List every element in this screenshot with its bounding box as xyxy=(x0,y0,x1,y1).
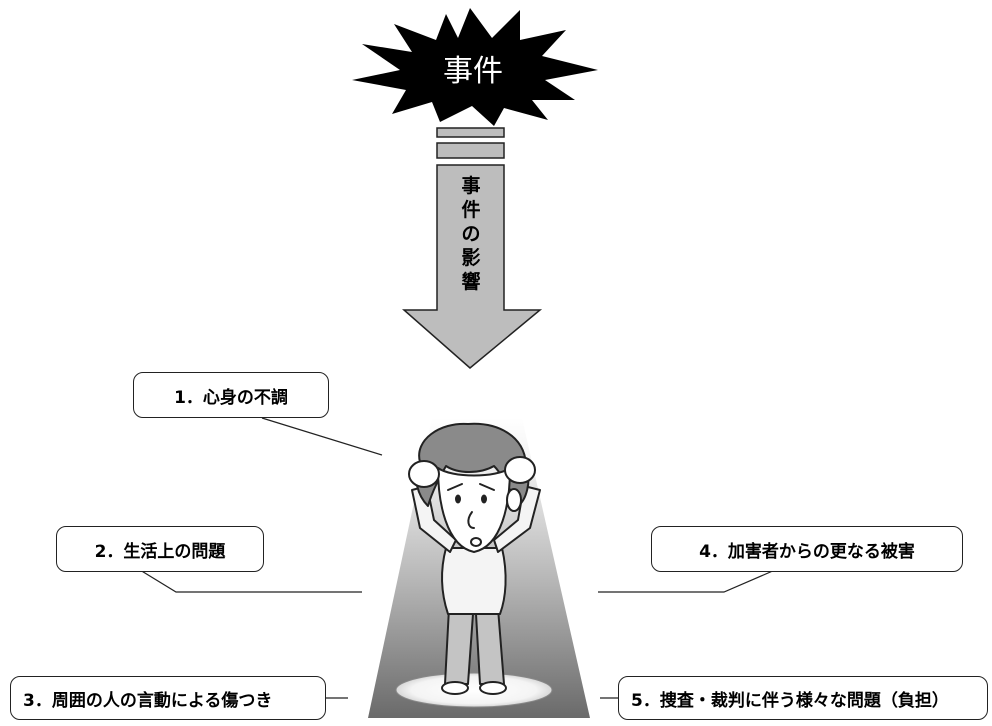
arrow-stripe-2 xyxy=(436,142,505,159)
person-left-shoe xyxy=(441,681,469,695)
person-ear xyxy=(506,488,522,512)
connector-2 xyxy=(139,569,362,593)
person-right-eye xyxy=(481,494,487,504)
connector-lines xyxy=(139,417,776,699)
person-right-brow xyxy=(479,483,495,491)
effect-box-secondary-harm: 3．周囲の人の言動による傷つき xyxy=(10,676,326,720)
arrow-char-3: の xyxy=(461,223,480,245)
effect-label-3: 3．周囲の人の言動による傷つき xyxy=(23,690,273,711)
person-left-eye xyxy=(455,494,461,504)
person-right-shoe xyxy=(479,681,507,695)
burst-shape xyxy=(352,8,598,126)
effect-box-further-victimization: 4．加害者からの更なる被害 xyxy=(651,526,963,572)
arrow-char-2: 件 xyxy=(461,198,480,221)
influence-arrow: 事 件 の 影 響 xyxy=(402,127,543,369)
arrow-shape xyxy=(402,164,543,369)
effect-box-investigation-trial: 5．捜査・裁判に伴う様々な問題（負担） xyxy=(618,676,988,720)
person-right-leg xyxy=(475,607,505,685)
effect-label-4: 4．加害者からの更なる被害 xyxy=(699,541,915,562)
effect-label-5: 5．捜査・裁判に伴う様々な問題（負担） xyxy=(631,690,949,711)
connector-4 xyxy=(598,569,776,593)
arrow-char-1: 事 xyxy=(461,174,480,197)
person-mouth xyxy=(470,537,482,547)
effect-label-1: 1．心身の不調 xyxy=(174,387,288,408)
distressed-person-icon xyxy=(408,422,541,695)
incident-burst: 事件 xyxy=(352,8,598,126)
person-torso xyxy=(441,547,507,615)
connector-1 xyxy=(261,417,383,456)
person-right-hand xyxy=(504,456,536,484)
spotlight-floor xyxy=(395,672,553,708)
person-nose xyxy=(467,511,475,529)
burst-label: 事件 xyxy=(443,54,503,89)
effect-box-daily-life: 2．生活上の問題 xyxy=(56,526,264,572)
effect-label-2: 2．生活上の問題 xyxy=(94,541,226,562)
effect-box-physical-mental: 1．心身の不調 xyxy=(133,372,329,418)
arrow-char-4: 影 xyxy=(461,247,480,269)
arrow-char-5: 響 xyxy=(461,270,480,293)
person-left-leg xyxy=(444,607,474,685)
person-left-brow xyxy=(447,483,463,491)
arrow-stripe-1 xyxy=(436,127,505,138)
person-left-hand xyxy=(408,460,440,488)
